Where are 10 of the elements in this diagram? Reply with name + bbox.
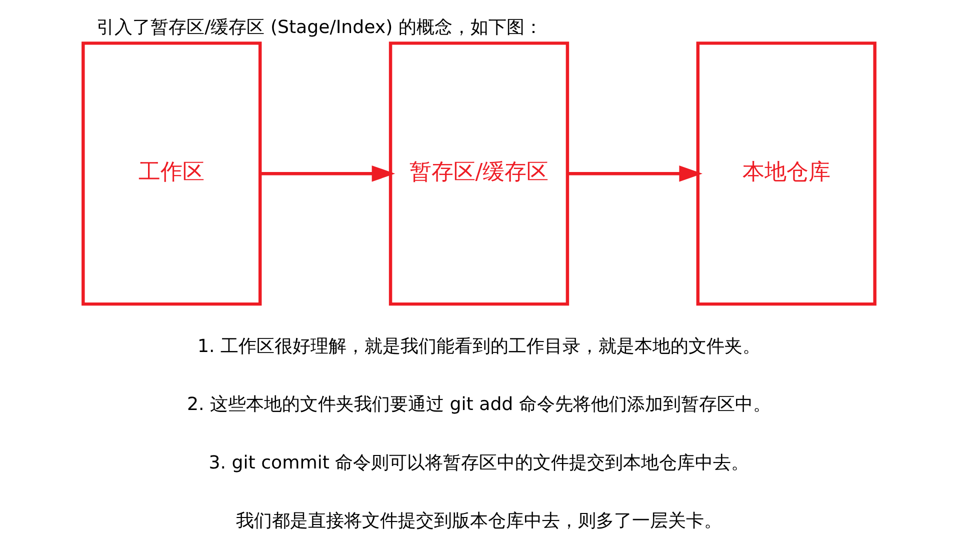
- node-box: 本地仓库: [696, 42, 876, 306]
- label: 2. 这些本地的文件夹我们要通过 git add 命令先将他们添加到暂存区中。: [187, 394, 771, 416]
- node-box: 工作区: [82, 42, 262, 306]
- arrow: [568, 165, 702, 182]
- label: 1. 工作区很好理解，就是我们能看到的工作目录，就是本地的文件夹。: [198, 336, 760, 358]
- label: 3. git commit 命令则可以将暂存区中的文件提交到本地仓库中去。: [208, 452, 750, 474]
- node-box: 暂存区/缓存区: [388, 42, 570, 306]
- label: 我们都是直接将文件提交到版本仓库中去，则多了一层关卡。: [236, 510, 722, 532]
- arrow: [260, 165, 396, 182]
- diagram-title: 引入了暂存区/缓存区 (Stage/Index) 的概念，如下图：: [96, 17, 542, 38]
